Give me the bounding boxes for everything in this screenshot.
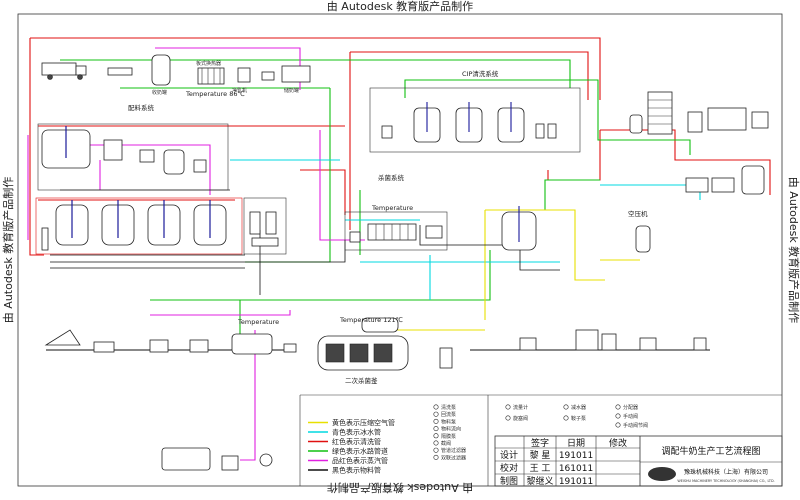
filling-temperature: Temperature [237, 318, 279, 326]
legend-line-label: 青色表示冰水管 [332, 428, 381, 437]
legend-symbol-icon [615, 422, 621, 428]
svg-text:收奶罐: 收奶罐 [152, 89, 167, 96]
legend-symbol-label: 分配器 [623, 404, 638, 411]
watermark-right: 由 Autodesk 教育版产品制作 [787, 177, 800, 323]
retort-temperature: Temperature 121℃ [339, 316, 403, 324]
legend-symbol-label: 回流泵 [441, 411, 456, 418]
sterilization-system [344, 206, 537, 251]
row-name: 黎 星 [530, 449, 551, 461]
legend-line-label: 品红色表示蒸汽管 [332, 456, 388, 465]
legend-symbol-label: 减水器 [571, 404, 586, 411]
th-date: 日期 [567, 438, 585, 449]
drawing-frame [17, 13, 783, 487]
legend-symbol-icon [433, 418, 439, 424]
legend-symbol-label: 手动阀节阀 [623, 422, 648, 429]
retort-label: 二次杀菌釜 [345, 376, 378, 385]
pasteur-temperature: Temperature 86℃ [185, 90, 245, 98]
legend-symbol-icon [433, 440, 439, 446]
air-compressor-label: 空压机 [628, 209, 648, 218]
raw-milk-reception: 收奶罐 板式换热器 净乳机 储奶罐 [41, 54, 311, 96]
row-name: 黎继义 [526, 475, 553, 487]
row-date: 191011 [559, 451, 593, 461]
title-block: 签字 日期 修改 设计 黎 星 191011 校对 王 工 161011 制图 … [494, 435, 783, 487]
legend-symbol-label: 物料流向 [441, 426, 461, 433]
legend-symbol-icon [433, 447, 439, 453]
legend-symbol-label: 清洗泵 [441, 404, 456, 411]
row-date: 191011 [559, 477, 593, 487]
legend-symbol-label: 手动阀 [623, 413, 638, 420]
watermark-top: 由 Autodesk 教育版产品制作 [327, 0, 473, 13]
air-compressor [635, 225, 651, 253]
watermark-left: 由 Autodesk 教育版产品制作 [1, 177, 15, 323]
blending-tanks [35, 197, 287, 255]
legend-symbol-label: 旋塞阀 [513, 415, 528, 422]
batching-system-label: 配料系统 [128, 103, 155, 112]
legend: 黄色表示压缩空气管青色表示冰水管红色表示清洗管绿色表示水路管道品红色表示蒸汽管黑… [299, 394, 782, 486]
legend-symbol-icon [433, 404, 439, 410]
legend-line-label: 绿色表示水路管道 [332, 447, 388, 456]
legend-symbol-icon [433, 433, 439, 439]
legend-symbol-label: 管道过滤器 [441, 447, 466, 454]
legend-symbol-label: 隔膜泵 [441, 433, 456, 440]
row-role: 校对 [500, 462, 518, 474]
sterilizer-temperature: Temperature [371, 204, 413, 212]
cip-system [369, 87, 581, 153]
watermark-bottom: 由 Autodesk 教育版产品制作 [327, 481, 473, 495]
legend-symbol-icon [433, 454, 439, 460]
filling-line [44, 317, 710, 371]
cip-system-label: CIP清洗系统 [462, 69, 499, 78]
company-name-en: WEISHU MACHINERY TECHNOLOGY (SHANGHAI) C… [677, 479, 774, 483]
legend-symbol-icon [505, 415, 511, 421]
legend-symbol-label: 物料泵 [441, 418, 456, 425]
sterilization-system-label: 杀菌系统 [378, 173, 405, 182]
svg-text:储奶罐: 储奶罐 [284, 87, 299, 94]
legend-symbol-icon [505, 404, 511, 410]
pipe-network [27, 37, 771, 461]
legend-symbol-icon [615, 404, 621, 410]
row-name: 王 工 [530, 463, 551, 474]
legend-symbol-icon [433, 426, 439, 432]
legend-line-label: 红色表示清洗管 [332, 437, 381, 446]
row-role: 设计 [500, 449, 518, 461]
steam-boiler [161, 447, 273, 471]
company-name: 豫珠机械科技（上海）有限公司 [684, 468, 768, 476]
svg-text:净乳机: 净乳机 [232, 87, 247, 94]
legend-line-label: 黑色表示物料管 [332, 466, 381, 475]
svg-text:板式换热器: 板式换热器 [196, 60, 221, 67]
th-rev: 修改 [609, 437, 627, 449]
water-treatment [629, 91, 769, 195]
drawing-title: 调配牛奶生产工艺流程图 [661, 445, 760, 457]
legend-line-label: 黄色表示压缩空气管 [332, 418, 395, 427]
row-date: 161011 [559, 464, 593, 474]
legend-symbol-icon [563, 415, 569, 421]
legend-symbol-label: 双联过滤器 [441, 454, 466, 461]
row-role: 制图 [500, 475, 518, 487]
th-sign: 签字 [531, 437, 549, 449]
legend-symbol-icon [563, 404, 569, 410]
legend-symbol-label: 鞍子泵 [571, 415, 586, 422]
legend-symbol-label: 流量计 [513, 404, 528, 411]
legend-symbol-icon [433, 411, 439, 417]
company-logo [648, 467, 676, 481]
batching-system [37, 123, 229, 191]
legend-symbol-label: 截阀 [441, 440, 451, 447]
legend-symbol-icon [615, 413, 621, 419]
